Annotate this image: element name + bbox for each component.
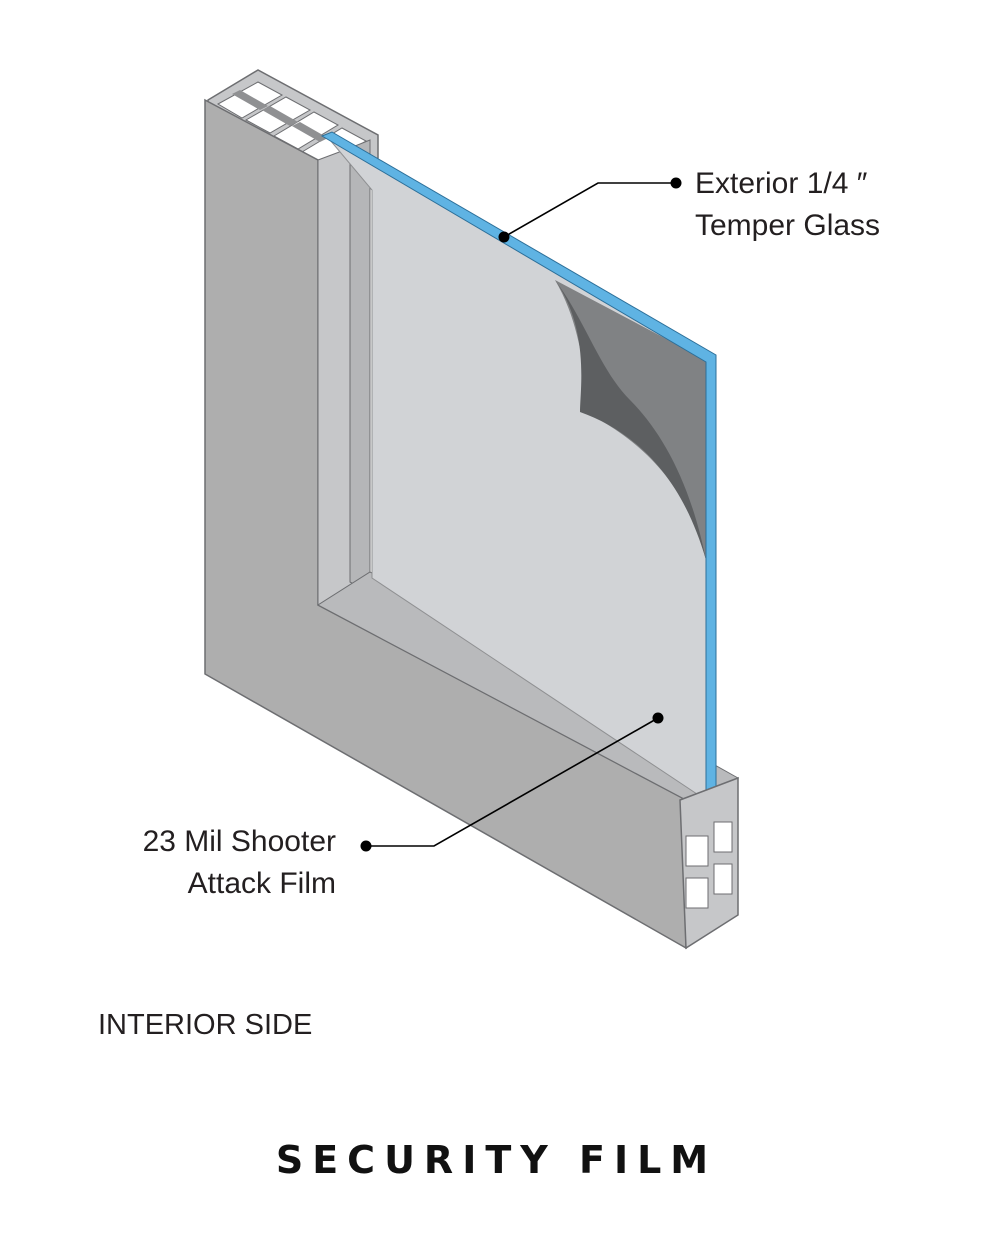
bottom-profile-grid [679, 776, 739, 950]
interior-side-label: INTERIOR SIDE [98, 1009, 313, 1041]
film-label-line-1: 23 Mil Shooter [142, 825, 336, 858]
film-peel-curl [555, 280, 706, 560]
exterior-glass-label: Exterior 1/4 ″ Temper Glass [695, 163, 880, 247]
leader-line-film [360, 712, 664, 852]
film-label-line-2: Attack Film [187, 867, 336, 900]
film-label: 23 Mil Shooter Attack Film [0, 821, 336, 905]
diagram-title: SECURITY FILM [275, 1138, 718, 1182]
exterior-glass-label-line-1: Exterior 1/4 ″ [695, 167, 868, 200]
leader-line-glass [498, 177, 682, 243]
exterior-glass-label-line-2: Temper Glass [695, 209, 881, 242]
